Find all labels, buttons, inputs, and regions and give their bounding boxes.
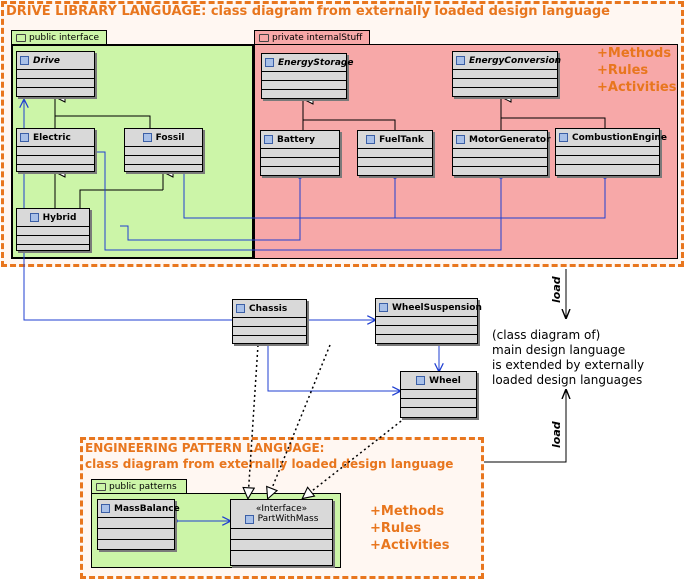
class-wheel-name: Wheel: [429, 375, 461, 386]
load-connectors: [484, 269, 566, 463]
drive-library-title: DRIVE LIBRARY LANGUAGE: class diagram fr…: [6, 4, 610, 19]
folder-icon: [16, 33, 26, 42]
class-chassis-name: Chassis: [249, 303, 288, 314]
class-icon: [142, 133, 152, 142]
interface-part-with-mass-name: PartWithMass: [257, 514, 319, 524]
class-mass-balance-name: MassBalance: [114, 503, 180, 514]
realization-line: [303, 417, 406, 498]
class-drive[interactable]: Drive: [16, 51, 95, 97]
private-internal-tab-label: private internalStuff: [272, 33, 363, 43]
folder-icon: [96, 482, 106, 491]
addition-rules: +Rules: [597, 63, 649, 78]
inheritance-line: [500, 117, 606, 130]
class-icon: [559, 133, 568, 142]
class-fuel-tank-name: FuelTank: [379, 134, 424, 145]
load-label-top: load: [550, 276, 563, 303]
inheritance-line: [79, 189, 163, 208]
load-arrow: [484, 390, 566, 463]
load-label-bottom: load: [550, 421, 563, 448]
class-battery[interactable]: Battery: [260, 130, 340, 176]
note-line: (class diagram of): [492, 328, 601, 342]
class-combustion-engine-name: CombustionEngine: [572, 132, 667, 143]
public-patterns-tab-label: public patterns: [109, 482, 177, 492]
class-icon: [236, 304, 245, 313]
class-energy-storage[interactable]: EnergyStorage: [261, 53, 353, 99]
note-line: is extended by externally: [492, 358, 645, 372]
addition-activities: +Activities: [597, 80, 677, 95]
class-fuel-tank[interactable]: FuelTank: [357, 130, 433, 176]
class-icon: [379, 303, 388, 312]
class-fossil[interactable]: Fossil: [124, 128, 203, 172]
inheritance-line: [302, 119, 396, 130]
class-icon: [416, 376, 426, 385]
association-line: [120, 173, 303, 241]
addition-rules: +Rules: [370, 521, 422, 536]
class-icon: [366, 135, 376, 144]
association-connectors: [24, 100, 608, 521]
inheritance-line: [54, 115, 151, 128]
class-motor-generator-name: MotorGenerator: [469, 134, 551, 145]
addition-activities: +Activities: [370, 538, 450, 553]
main-language-note: (class diagram of) main design language …: [492, 328, 644, 388]
class-icon: [29, 213, 39, 222]
class-hybrid-name: Hybrid: [42, 212, 77, 223]
class-electric-name: Electric: [33, 132, 71, 143]
class-combustion-engine[interactable]: CombustionEngine: [555, 128, 667, 176]
class-icon: [265, 58, 274, 67]
class-icon: [456, 56, 465, 65]
realization-connectors: [248, 344, 406, 498]
class-drive-name: Drive: [33, 55, 60, 66]
realization-line: [248, 344, 259, 498]
class-mass-balance[interactable]: MassBalance: [97, 499, 180, 550]
class-icon: [20, 133, 29, 142]
class-wheel-suspension[interactable]: WheelSuspension: [375, 298, 482, 344]
class-energy-conversion-name: EnergyConversion: [469, 55, 562, 66]
addition-methods: +Methods: [597, 46, 672, 61]
public-interface-tab-label: public interface: [29, 33, 100, 43]
pattern-additions: +Methods +Rules +Activities: [370, 503, 450, 554]
class-icon: [456, 135, 465, 144]
association-line: [267, 344, 400, 391]
inheritance-connectors: [54, 97, 606, 208]
note-line: main design language: [492, 343, 626, 357]
class-battery-name: Battery: [277, 134, 315, 145]
class-energy-conversion[interactable]: EnergyConversion: [452, 51, 562, 97]
interface-icon: [244, 514, 254, 524]
class-wheel-suspension-name: WheelSuspension: [392, 302, 482, 313]
class-icon: [101, 504, 110, 513]
class-electric[interactable]: Electric: [16, 128, 95, 172]
class-chassis[interactable]: Chassis: [232, 299, 307, 344]
association-line: [90, 151, 504, 251]
engineering-pattern-title-line2: class diagram from externally loaded des…: [85, 457, 454, 471]
class-icon: [264, 135, 273, 144]
interface-stereotype: «Interface»: [255, 504, 308, 514]
realization-line: [268, 344, 331, 498]
engineering-pattern-title-line1: ENGINEERING PATTERN LANGUAGE:: [85, 441, 325, 455]
class-energy-storage-name: EnergyStorage: [278, 57, 354, 68]
folder-icon: [259, 33, 269, 42]
note-line: loaded design languages: [492, 373, 643, 387]
class-fossil-name: Fossil: [155, 132, 185, 143]
class-motor-generator[interactable]: MotorGenerator: [452, 130, 551, 176]
addition-methods: +Methods: [370, 504, 445, 519]
interface-part-with-mass[interactable]: «Interface» PartWithMass: [230, 499, 333, 566]
drive-additions: +Methods +Rules +Activities: [597, 45, 677, 96]
association-line: [24, 100, 232, 321]
class-icon: [20, 56, 29, 65]
class-hybrid[interactable]: Hybrid: [16, 208, 90, 251]
class-wheel[interactable]: Wheel: [400, 371, 477, 418]
